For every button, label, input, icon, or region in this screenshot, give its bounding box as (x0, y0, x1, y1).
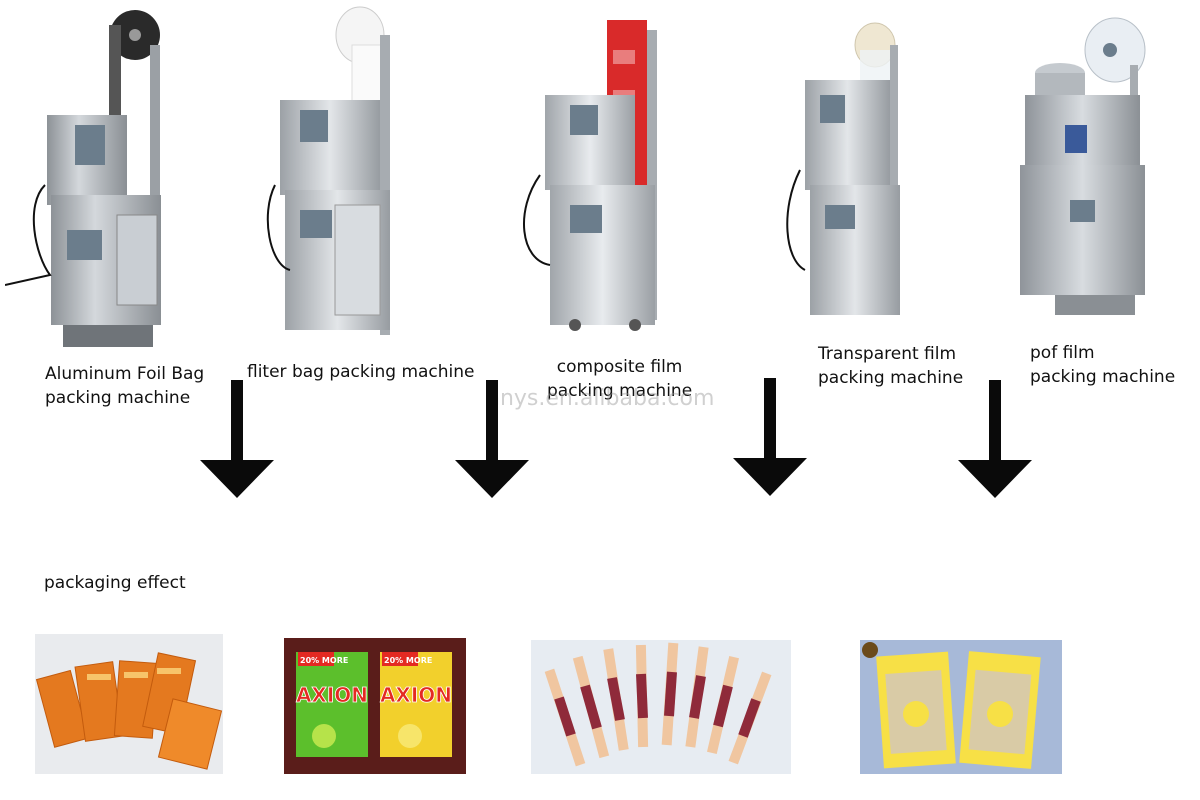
transparent-film-machine-image (786, 22, 900, 315)
arrow-down-icon (958, 380, 1032, 498)
axion-brand-right: AXION (380, 683, 452, 707)
pof-film-machine-image (1020, 17, 1146, 315)
axion-badge-right: 20% MORE (384, 656, 432, 665)
aluminum-foil-machine-image (5, 10, 161, 347)
watermark-text: hnys.en.alibaba.com (486, 386, 715, 411)
label-pof-film: pof film packing machine (1030, 343, 1176, 387)
product-photo-stick-packs (531, 640, 791, 774)
label-aluminum-foil: Aluminum Foil Bag packing machine (45, 364, 205, 408)
section-label: packaging effect (44, 573, 186, 593)
arrow-down-icon (200, 380, 274, 498)
product-photo-orange-sachets (35, 634, 223, 774)
axion-badge-left: 20% MORE (300, 656, 348, 665)
label-transparent-film: Transparent film packing machine (818, 344, 964, 388)
arrow-down-icon (455, 380, 529, 498)
axion-brand-left: AXION (296, 683, 368, 707)
arrow-down-icon (733, 378, 807, 496)
product-photo-seed-bags (860, 640, 1062, 774)
label-filter-bag: fliter bag packing machine (247, 362, 475, 382)
label-composite-film: composite film packing machine (547, 357, 693, 401)
product-photo-axion-pouches: 20% MORE 20% MORE AXION AXION (284, 638, 466, 774)
filter-bag-machine-image (266, 6, 390, 335)
composite-film-machine-image (523, 20, 657, 331)
